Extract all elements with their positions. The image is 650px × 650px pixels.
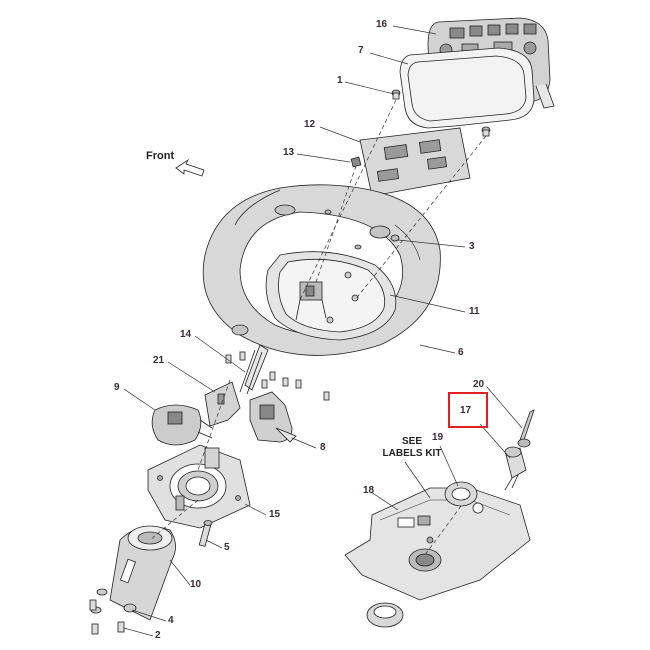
part-10-column	[109, 525, 176, 621]
front-arrow-icon	[175, 158, 205, 177]
callout-8: 8	[320, 442, 326, 453]
callout-6: 6	[458, 347, 464, 358]
callout-2: 2	[155, 630, 161, 641]
part-15-mounting-plate	[147, 444, 251, 529]
leader-lines	[123, 25, 523, 637]
part-3-screw	[390, 234, 400, 242]
callout-11: 11	[469, 306, 480, 317]
callout-16: 16	[376, 19, 388, 30]
see-labels-kit-line-1: SEE	[401, 436, 422, 447]
part-6-steering-wheel	[202, 184, 441, 356]
callout-18: 18	[363, 485, 375, 496]
part-8-switch-housing	[249, 391, 297, 443]
part-2-screws	[89, 599, 125, 635]
part-12-circuit-board	[359, 127, 471, 197]
part-1-screw-right	[481, 126, 491, 137]
callout-1: 1	[337, 75, 343, 86]
callout-21: 21	[153, 355, 165, 366]
callout-15: 15	[269, 509, 281, 520]
callout-4: 4	[168, 615, 174, 626]
callout-19: 19	[432, 432, 444, 443]
callout-13: 13	[283, 147, 295, 158]
callout-20: 20	[473, 379, 485, 390]
part-17-ignition-switch	[504, 446, 527, 491]
part-20-key	[517, 409, 535, 448]
front-label: Front	[146, 150, 175, 162]
part-19-ring	[444, 481, 478, 507]
callout-14: 14	[180, 329, 192, 340]
see-labels-kit-line-2: LABELS KIT	[382, 448, 442, 459]
part-14-wire-harness	[239, 344, 269, 395]
screws-row	[225, 351, 330, 401]
part-13-spring	[350, 156, 362, 168]
part-1-screw	[391, 89, 401, 100]
highlight-box-17	[448, 392, 488, 428]
part-18-lower-plate	[344, 487, 531, 601]
callout-3: 3	[469, 241, 475, 252]
callout-10: 10	[190, 579, 202, 590]
part-21-bracket	[204, 381, 241, 427]
callout-5: 5	[224, 542, 230, 553]
callout-9: 9	[114, 382, 120, 393]
part-5-bolt	[198, 520, 213, 547]
callout-17: 17	[460, 405, 472, 416]
see-labels-kit-note: SEE LABELS KIT	[372, 436, 452, 460]
bottom-ring	[366, 602, 404, 628]
part-9-switch	[151, 404, 213, 446]
callout-7: 7	[358, 45, 364, 56]
part-7-bezel	[399, 47, 535, 129]
callout-12: 12	[304, 119, 316, 130]
